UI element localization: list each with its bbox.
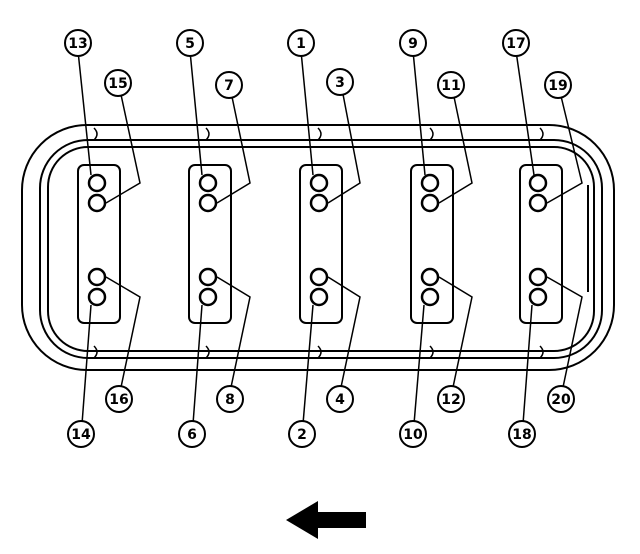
callout-15: [104, 69, 132, 97]
label-6: 6: [187, 427, 197, 443]
label-13: 13: [68, 36, 87, 52]
bolt: [87, 193, 107, 213]
housing-outer-outline: [21, 124, 615, 371]
callout-4: [326, 385, 354, 413]
label-19: 19: [548, 78, 567, 94]
callout-circles: [64, 29, 575, 448]
callout-5: [176, 29, 204, 57]
bolt: [528, 173, 548, 193]
bolt: [198, 287, 218, 307]
callout-11: [437, 71, 465, 99]
label-15: 15: [108, 76, 127, 92]
callout-18: [508, 420, 536, 448]
label-8: 8: [225, 392, 235, 408]
bolt: [420, 193, 440, 213]
bolt: [420, 173, 440, 193]
callout-20: [547, 385, 575, 413]
bolt: [420, 267, 440, 287]
label-12: 12: [441, 392, 460, 408]
callout-8: [216, 385, 244, 413]
label-7: 7: [224, 78, 234, 94]
bolt: [198, 267, 218, 287]
bolt: [528, 193, 548, 213]
callout-10: [399, 420, 427, 448]
callout-7: [215, 71, 243, 99]
bolt: [309, 193, 329, 213]
label-11: 11: [441, 78, 460, 94]
label-18: 18: [512, 427, 531, 443]
label-2: 2: [297, 427, 307, 443]
bolt: [87, 287, 107, 307]
label-9: 9: [408, 36, 418, 52]
callout-16: [105, 385, 133, 413]
bolt: [309, 173, 329, 193]
callout-1: [287, 29, 315, 57]
callout-6: [178, 420, 206, 448]
callout-2: [288, 420, 316, 448]
housing-inner-outline: [39, 139, 603, 359]
leader-lines: [77, 50, 583, 425]
bolt: [87, 173, 107, 193]
bolts: [87, 173, 548, 307]
bolt: [309, 287, 329, 307]
bolt: [87, 267, 107, 287]
rim-notches: [93, 127, 544, 359]
bolt: [528, 267, 548, 287]
bolt: [528, 287, 548, 307]
label-14: 14: [71, 427, 91, 443]
bolt: [309, 267, 329, 287]
label-20: 20: [551, 392, 571, 408]
arrow-left-icon: [286, 501, 366, 539]
label-5: 5: [185, 36, 195, 52]
label-3: 3: [335, 75, 345, 91]
callout-17: [502, 29, 530, 57]
callout-19: [544, 71, 572, 99]
callout-14: [67, 420, 95, 448]
bolt: [198, 193, 218, 213]
label-16: 16: [109, 392, 128, 408]
label-4: 4: [335, 392, 345, 408]
label-10: 10: [403, 427, 423, 443]
callout-9: [399, 29, 427, 57]
bolt: [198, 173, 218, 193]
label-1: 1: [296, 36, 306, 52]
label-17: 17: [506, 36, 525, 52]
bolt: [420, 287, 440, 307]
callout-12: [437, 385, 465, 413]
callout-13: [64, 29, 92, 57]
callout-3: [326, 68, 354, 96]
